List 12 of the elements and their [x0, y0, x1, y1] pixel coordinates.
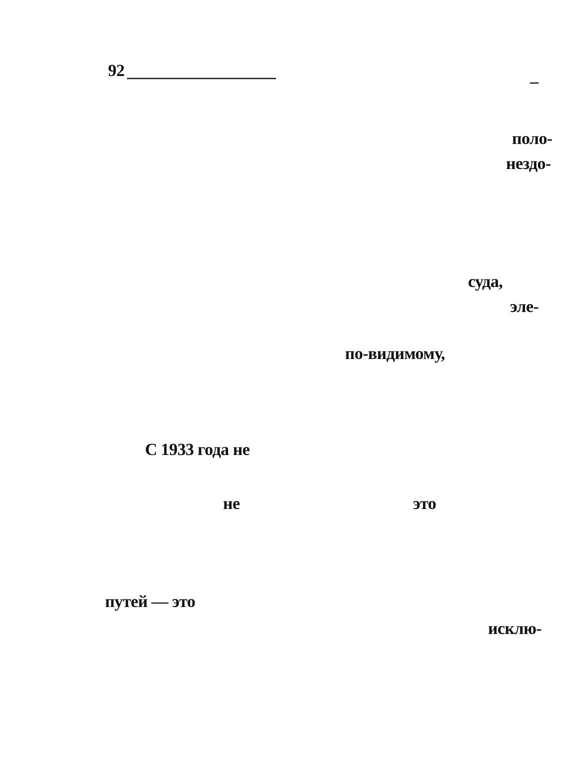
text-fragment: С 1933 года не — [145, 441, 250, 460]
text-fragment: путей — это — [105, 593, 196, 612]
dash: – — [530, 73, 538, 92]
text-fragment: это — [413, 495, 436, 514]
page-number: 92 — [108, 62, 124, 81]
text-fragment: суда, — [468, 273, 503, 292]
text-fragment: не — [223, 495, 240, 514]
text-fragment: нездо- — [506, 155, 551, 174]
text-fragment: исклю- — [488, 620, 542, 639]
text-fragment: эле- — [510, 298, 539, 317]
text-fragment: по-видимому, — [345, 345, 445, 364]
text-fragment: поло- — [512, 130, 552, 149]
